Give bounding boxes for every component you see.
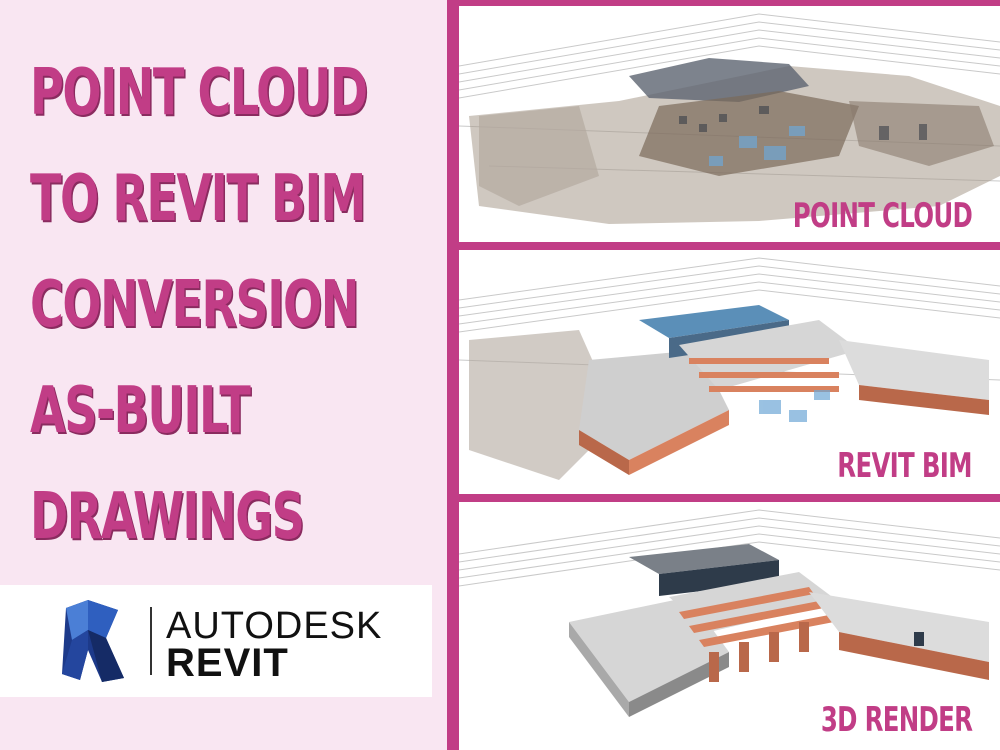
logo-product-text: REVIT	[166, 641, 289, 685]
revit-bim-overlay-image	[459, 257, 1000, 480]
revit-r-logo-icon	[62, 600, 124, 682]
left-panel: POINT CLOUD TO REVIT BIM CONVERSION AS-B…	[0, 0, 447, 750]
logo-brand-text: AUTODESK	[166, 605, 383, 647]
revit-bim-panel: REVIT BIM	[459, 250, 1000, 494]
point-cloud-scan-image	[459, 13, 1000, 224]
headline: POINT CLOUD TO REVIT BIM CONVERSION AS-B…	[30, 40, 433, 570]
headline-line-2: TO REVIT BIM	[30, 162, 366, 236]
point-cloud-panel: POINT CLOUD	[459, 6, 1000, 242]
comparison-panel: POINT CLOUD	[447, 0, 1000, 750]
panel-label-revit-bim: REVIT BIM	[837, 446, 972, 486]
autodesk-revit-logo: AUTODESK REVIT	[0, 585, 432, 697]
headline-line-4: AS-BUILT	[30, 374, 251, 448]
panel-label-point-cloud: POINT CLOUD	[792, 196, 973, 236]
panel-label-3d-render: 3D RENDER	[820, 700, 973, 740]
3d-render-image	[459, 509, 1000, 717]
headline-line-3: CONVERSION	[30, 268, 359, 342]
logo-divider	[150, 607, 152, 675]
headline-line-1: POINT CLOUD	[30, 56, 368, 130]
3d-render-panel: 3D RENDER	[459, 502, 1000, 750]
headline-line-5: DRAWINGS	[30, 480, 305, 554]
